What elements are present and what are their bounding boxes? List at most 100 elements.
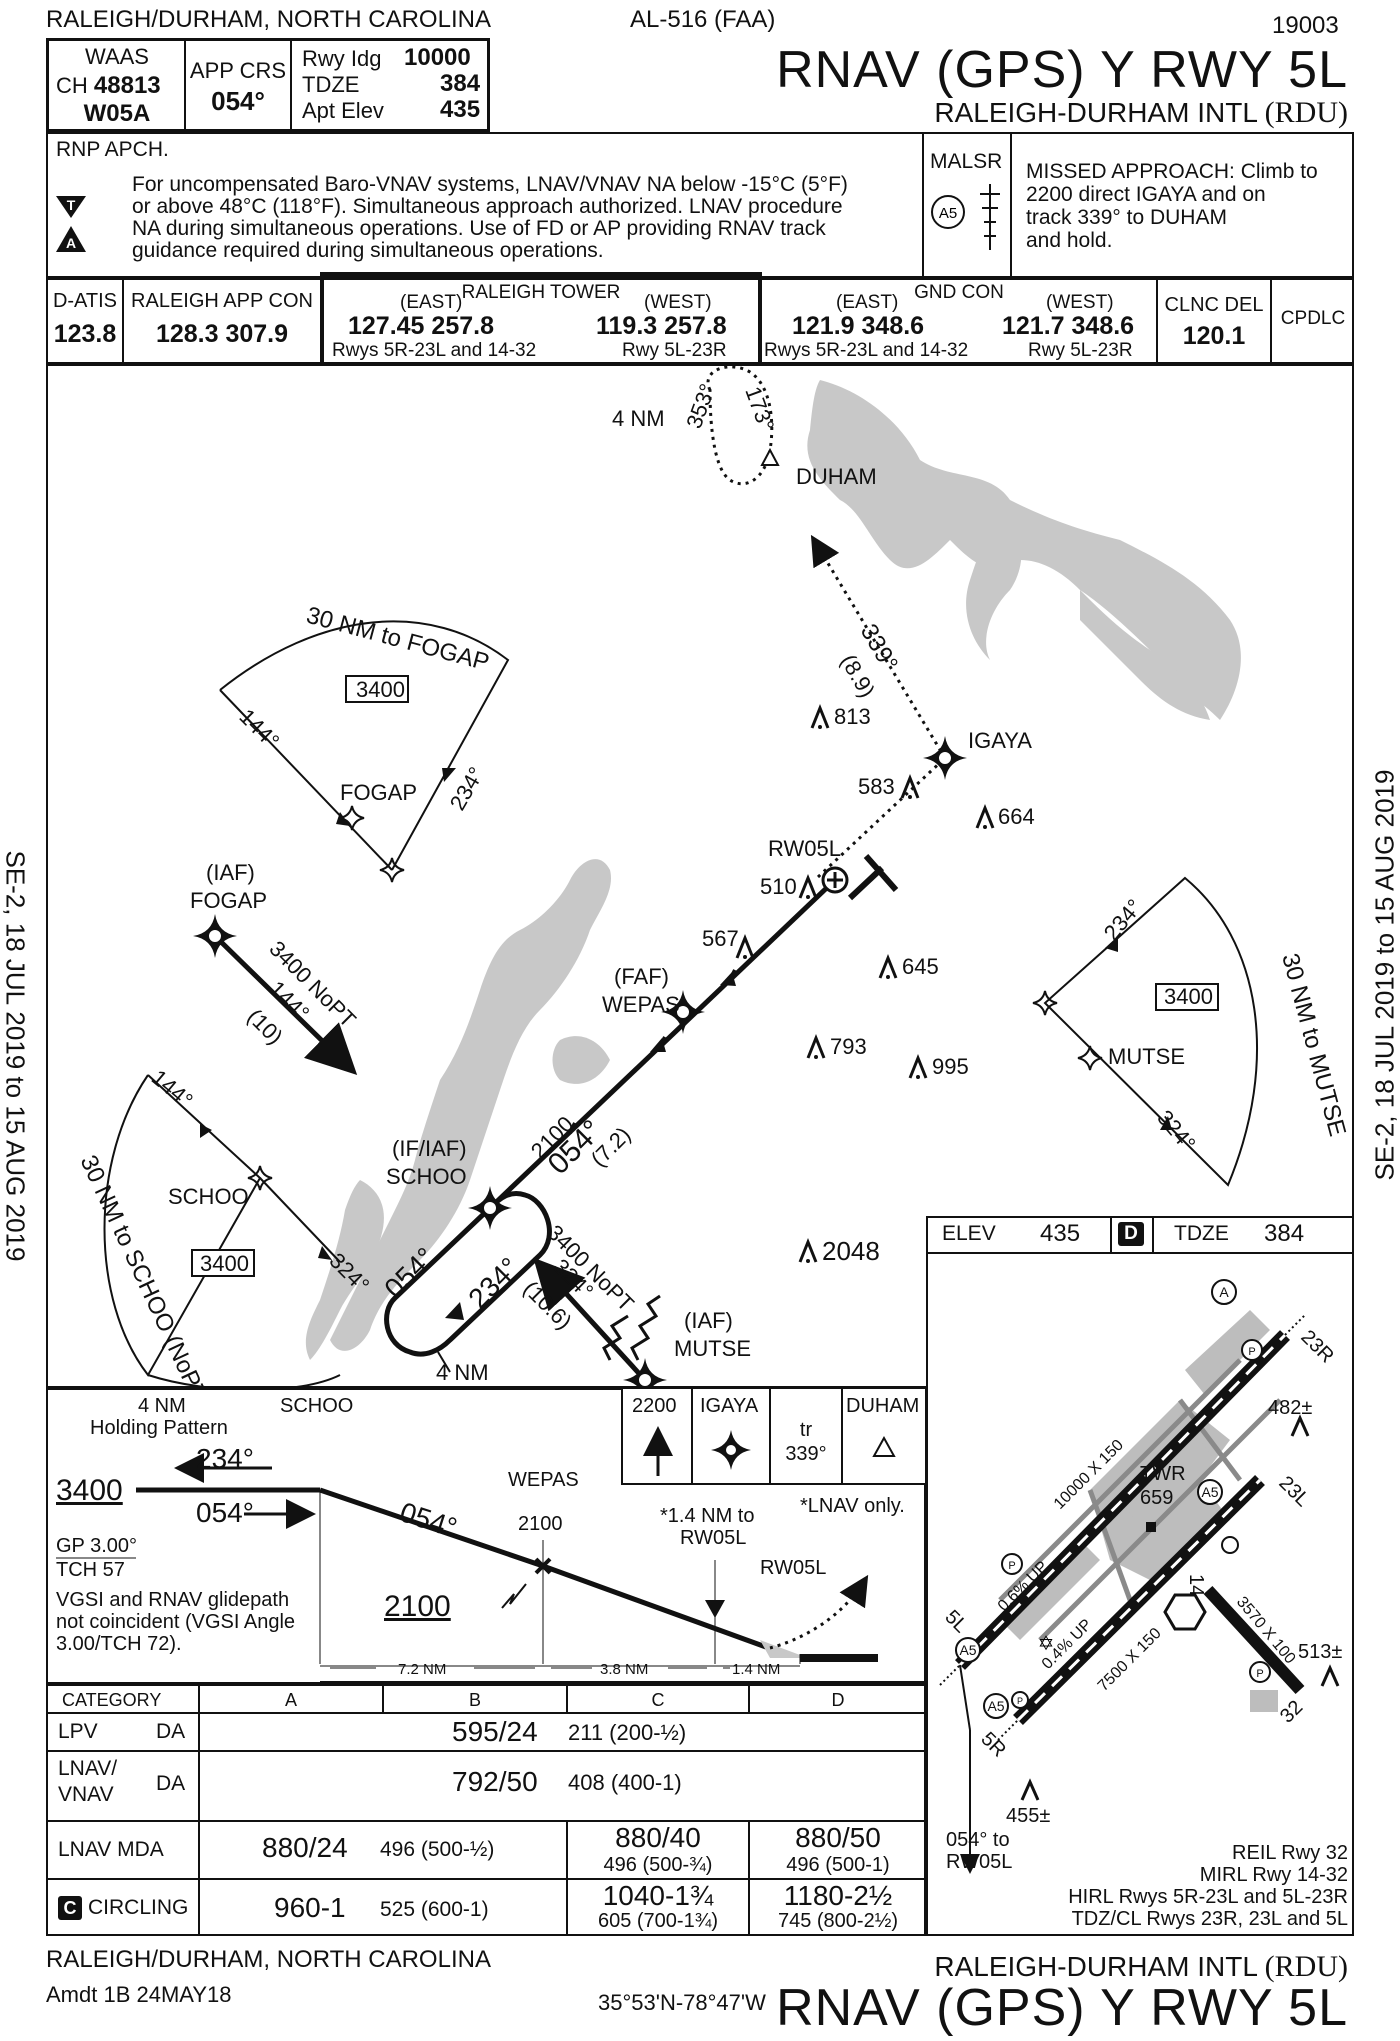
profile-schoo-label: SCHOO [280,1395,353,1417]
schoo-hold-outbound: 234° [462,1251,525,1314]
obstacle-455-label: 455± [1006,1805,1050,1827]
rwy-idg-label: Rwy Idg [302,46,382,71]
lpv-height-vis: 211 (200-½) [568,1720,687,1745]
profile-missed-climb [769,1574,869,1650]
minima-table [46,1684,926,1936]
mutse-route [533,1257,647,1382]
tower-label: TWR [1140,1463,1186,1485]
svg-text:✡: ✡ [1038,1633,1055,1655]
profile-wepas-label: WEPAS [508,1469,579,1491]
circling-label: CIRCLING [88,1896,189,1919]
chart-id: AL-516 (FAA) [630,6,776,33]
datis-label: D-ATIS [52,290,118,312]
schoo-hold-pattern [384,1191,552,1357]
lnav-vnav-minimum: 792/50 [452,1766,538,1797]
taa-mutse-label: 30 NM to MUTSE [1276,951,1351,1140]
lighting-system: MALSR [930,150,1003,173]
missed-hold-outbound: 353° [681,380,720,431]
vdp-icon [705,1600,725,1618]
clearance-delivery-frequency: 120.1 [1182,322,1246,350]
obstacle-664-label: 664 [998,804,1035,829]
hot-spot-icon [1163,1593,1207,1631]
taa-fogap-arc [219,620,510,871]
mutse-iaf-label: MUTSE [674,1336,751,1361]
plan-view [46,364,1354,1388]
clearance-delivery-label: CLNC DEL [1164,294,1264,316]
runway-14-label: 14 [1185,1574,1207,1596]
profile-course-inbound: 054° [196,1497,254,1528]
svg-text:A: A [1219,1284,1229,1300]
obstacle-664-icon [975,806,995,831]
footer-amendment: Amdt 1B 24MAY18 [46,1982,232,2007]
waas-channel: CH 48813 [56,72,161,99]
svg-text:A5: A5 [987,1698,1004,1714]
waas-id: W05A [83,100,151,127]
icon-turn-course: 339° [785,1443,826,1465]
svg-text:P: P [1248,1346,1255,1358]
profile-rw05l-label: RW05L [760,1557,826,1579]
svg-text:T: T [67,197,76,213]
minima-header-c: C [651,1690,665,1710]
fogap-route-distance: (10) [242,1004,287,1049]
svg-text:A5: A5 [939,205,957,222]
circling-ab-height-vis: 525 (600-1) [380,1898,489,1921]
distance-segment-3: 1.4 NM [732,1661,780,1678]
profile-runway [800,1654,878,1662]
ground-east-label: (EAST) [836,292,899,313]
duham-label: DUHAM [796,464,877,489]
elev-label: ELEV [942,1222,996,1245]
distance-segment-1: 7.2 NM [398,1661,446,1678]
tower-west-frequency: 119.3 257.8 [596,312,727,340]
obstacle-567-icon [735,936,755,961]
malsr-icon: A5 [931,184,1000,250]
icon-duham-label: DUHAM [846,1395,919,1417]
taa-fogap-bearing-1: 144° [234,704,284,754]
takeoff-minimums-icon: T A [56,196,86,252]
footer-airport-name: RALEIGH-DURHAM INTL (RDU) [934,1950,1348,1983]
svg-text:A5: A5 [959,1642,976,1658]
profile-descent-1 [319,1487,544,1569]
icon-igaya-label: IGAYA [700,1395,759,1417]
lnav-vnav-label: LNAV/VNAV [58,1757,118,1806]
mutse-iaf-tag: (IAF) [684,1308,733,1333]
obstacle-813-icon [810,706,830,731]
duham-waypoint-icon [760,447,780,466]
obstacle-645-label: 645 [902,954,939,979]
obstacle-793-icon [806,1036,826,1061]
icon-turn-label: tr [800,1419,813,1441]
tdze-value: 384 [440,70,481,97]
obstacle-2048-icon [798,1240,818,1265]
fogap-iaf-tag: (IAF) [206,860,255,885]
approach-course-label: 054° to [946,1829,1010,1851]
runway-23r-label: 23R [1296,1326,1338,1368]
tower-west-runways: Rwy 5L-23R [622,340,727,361]
obstacle-995-icon [908,1056,928,1081]
taa-mutse-bearing-2: 324° [1152,1105,1200,1156]
obstacle-2048-label: 2048 [822,1236,880,1266]
briefing-box [46,38,490,132]
obstacle-510-label: 510 [760,874,797,899]
profile-descent-2 [542,1563,789,1658]
rvr-badge: D [1118,1222,1144,1246]
header-location: RALEIGH/DURHAM, NORTH CAROLINA [46,6,491,33]
threshold-crossing-height: TCH 57 [56,1559,125,1581]
taa-schoo-bearing-1: 144° [147,1065,198,1113]
taa-fogap-label: 30 NM to FOGAP [303,602,492,677]
obstacle-482-label: 482± [1268,1397,1312,1419]
vdp-note-2: RW05L [680,1527,746,1549]
lnav-only-note: *LNAV only. [800,1495,905,1517]
procedure-title: RNAV (GPS) Y RWY 5L [776,41,1348,99]
vgsi-note-3: 3.00/TCH 72). [56,1633,182,1655]
circling-badge: C [58,1896,82,1920]
schoo-label: SCHOO [386,1164,467,1189]
taa-mutse-altitude: 3400 [1164,984,1213,1009]
ground-west-label: (WEST) [1046,292,1114,313]
lpv-label: LPV [58,1720,98,1743]
tower-label: RALEIGH TOWER [461,282,621,303]
profile-final-course: 054° [396,1496,461,1543]
apt-elev-label: Apt Elev [302,98,384,123]
missed-hold-inbound: 173° [740,383,779,434]
footer-location: RALEIGH/DURHAM, NORTH CAROLINA [46,1946,491,1973]
rwy-idg-value: 10000 [404,44,471,71]
